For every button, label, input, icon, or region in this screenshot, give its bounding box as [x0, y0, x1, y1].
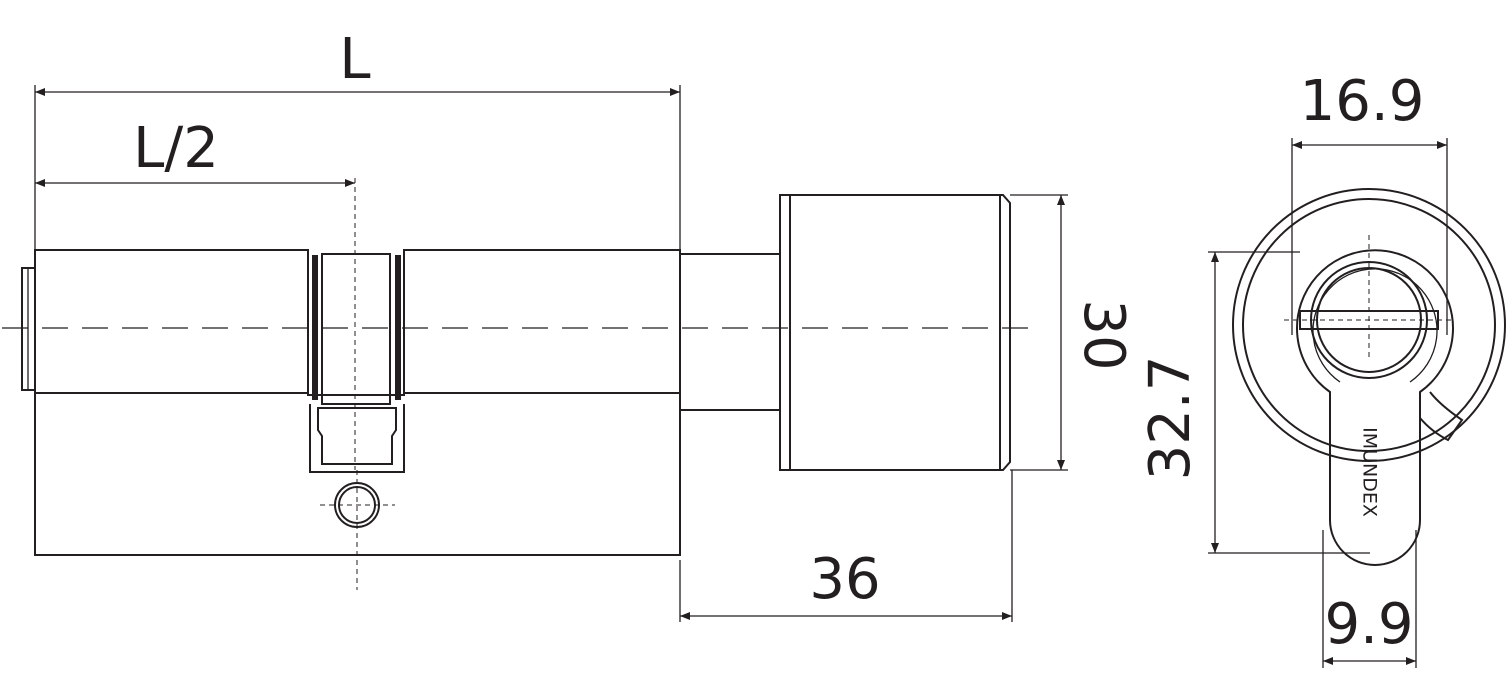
dimension-profile-height: 32.7	[1138, 251, 1370, 554]
screw-hole	[320, 470, 395, 590]
dimension-half-length: L/2	[35, 116, 355, 187]
dimension-face-width: 16.9	[1291, 69, 1448, 335]
dimension-key-width: 9.9	[1322, 530, 1417, 668]
dimension-length: L	[34, 27, 681, 250]
dimension-knob-length-label: 36	[809, 547, 880, 612]
knob	[679, 194, 1011, 471]
profile-view: IMUNDEX	[1232, 188, 1506, 566]
cam-slot	[309, 253, 405, 473]
dimension-knob-diameter-label: 30	[1071, 299, 1136, 370]
dimension-knob-diameter: 30	[1010, 194, 1136, 471]
dimension-knob-length: 36	[679, 470, 1013, 622]
dimension-half-length-label: L/2	[133, 116, 219, 181]
brand-label: IMUNDEX	[1359, 427, 1381, 517]
dimension-length-label: L	[339, 27, 370, 92]
dimension-profile-height-label: 32.7	[1138, 356, 1203, 481]
dimension-face-width-label: 16.9	[1300, 69, 1425, 134]
cylinder-body	[21, 249, 681, 556]
dimension-key-width-label: 9.9	[1324, 592, 1413, 657]
